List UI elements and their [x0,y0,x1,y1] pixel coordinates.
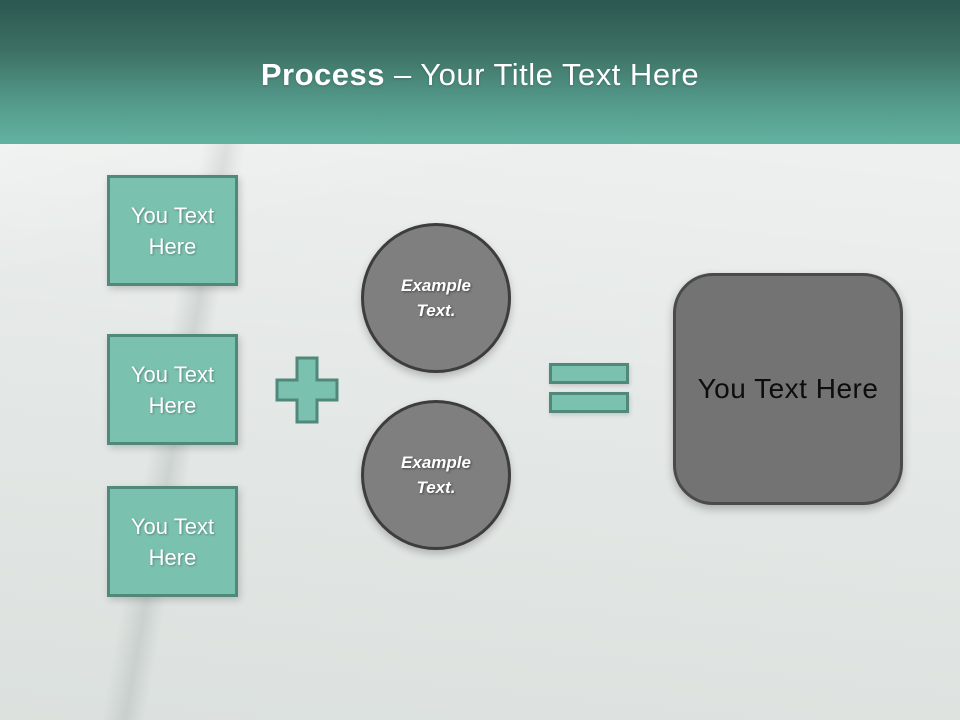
slide-header: Process– Your Title Text Here [0,0,960,144]
slide-title[interactable]: Process– Your Title Text Here [261,51,699,93]
example-circle-2[interactable]: Example Text. [361,400,511,550]
example-circle-2-label: Example Text. [401,453,471,497]
input-box-3-label: You Text Here [130,513,215,570]
input-box-1[interactable]: You Text Here [107,175,238,286]
input-box-2[interactable]: You Text Here [107,334,238,445]
plus-icon [275,356,339,424]
input-box-1-label: You Text Here [130,202,215,259]
result-box[interactable]: You Text Here [673,273,903,505]
equals-bar-bottom [549,392,629,413]
equals-bar-top [549,363,629,384]
title-keyword: Process [260,57,386,92]
example-circle-1[interactable]: Example Text. [361,223,511,373]
example-circle-1-label: Example Text. [401,276,471,320]
title-subtitle: – Your Title Text Here [394,57,700,92]
equals-icon [549,363,629,413]
result-box-label: You Text Here [697,373,879,404]
input-box-2-label: You Text Here [130,361,215,418]
input-box-3[interactable]: You Text Here [107,486,238,597]
